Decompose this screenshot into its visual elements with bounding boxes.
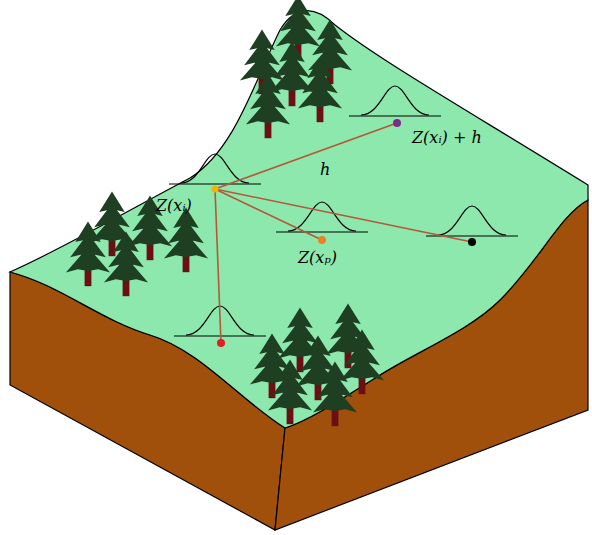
tree-cluster — [66, 192, 208, 297]
point-label: Z(xᵢ) — [156, 196, 192, 215]
lag-line — [215, 123, 397, 189]
tree — [104, 232, 148, 297]
tree — [276, 0, 320, 60]
distribution-curve — [426, 206, 518, 236]
sample-point — [217, 339, 225, 347]
point-label: Z(xₚ) — [298, 248, 337, 267]
tree — [164, 208, 208, 273]
tree — [340, 330, 384, 395]
tree — [313, 362, 357, 427]
lag-line — [215, 189, 221, 343]
tree — [246, 74, 290, 139]
tree-cluster — [240, 0, 352, 138]
tree — [268, 360, 312, 425]
sample-point — [468, 238, 476, 246]
distribution-curve — [169, 154, 261, 184]
lag-lines — [215, 123, 472, 343]
lag-line — [215, 189, 472, 242]
tree — [270, 42, 314, 107]
point-label: Z(xᵢ) + h — [412, 128, 482, 147]
distribution-curve — [349, 86, 441, 116]
sample-point — [393, 119, 401, 127]
lag-line — [215, 189, 322, 240]
point-label: h — [320, 160, 330, 179]
tree-cluster — [250, 304, 384, 427]
sample-point — [318, 236, 326, 244]
ground-surface — [10, 11, 588, 428]
sample-point — [212, 186, 219, 193]
tree — [298, 58, 342, 123]
tree — [66, 222, 110, 287]
